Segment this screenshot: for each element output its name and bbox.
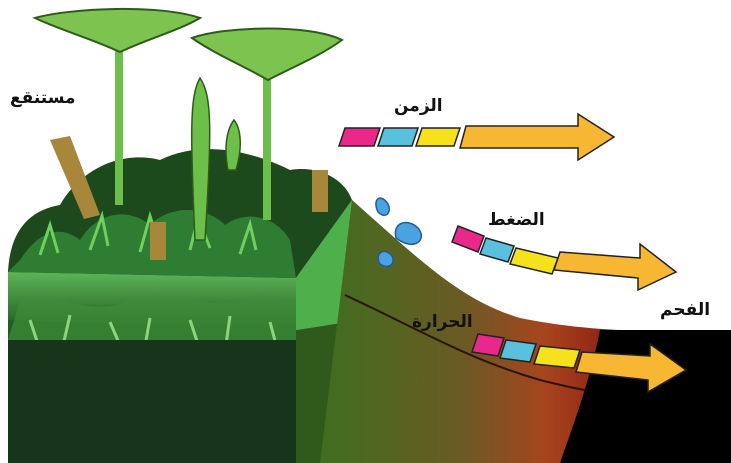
arrow-pressure-step-1: [452, 226, 484, 252]
label-coal: الفحم: [660, 300, 710, 320]
label-swamp: مستنقع: [10, 88, 76, 108]
sediment-layers: [320, 200, 731, 463]
arrow-heat-step-3: [534, 346, 580, 368]
swamp-vegetation: [8, 136, 352, 278]
label-heat: الحرارة: [412, 312, 473, 332]
arrow-time-step-3: [416, 128, 460, 146]
arrow-pressure-step-3: [510, 248, 558, 274]
arrow-pressure: [452, 226, 676, 290]
arrow-pressure-shaft: [554, 244, 676, 290]
label-pressure: الضغط: [488, 210, 545, 230]
arrow-time: [339, 114, 614, 160]
arrow-heat-step-2: [500, 340, 536, 362]
arrow-time-shaft: [460, 114, 614, 160]
arrow-heat-step-1: [472, 334, 504, 356]
arrow-time-step-2: [378, 128, 418, 146]
swamp-ground: [8, 270, 296, 463]
label-time: الزمن: [394, 96, 443, 116]
arrow-time-step-1: [339, 128, 380, 146]
arrow-pressure-step-2: [480, 238, 514, 262]
